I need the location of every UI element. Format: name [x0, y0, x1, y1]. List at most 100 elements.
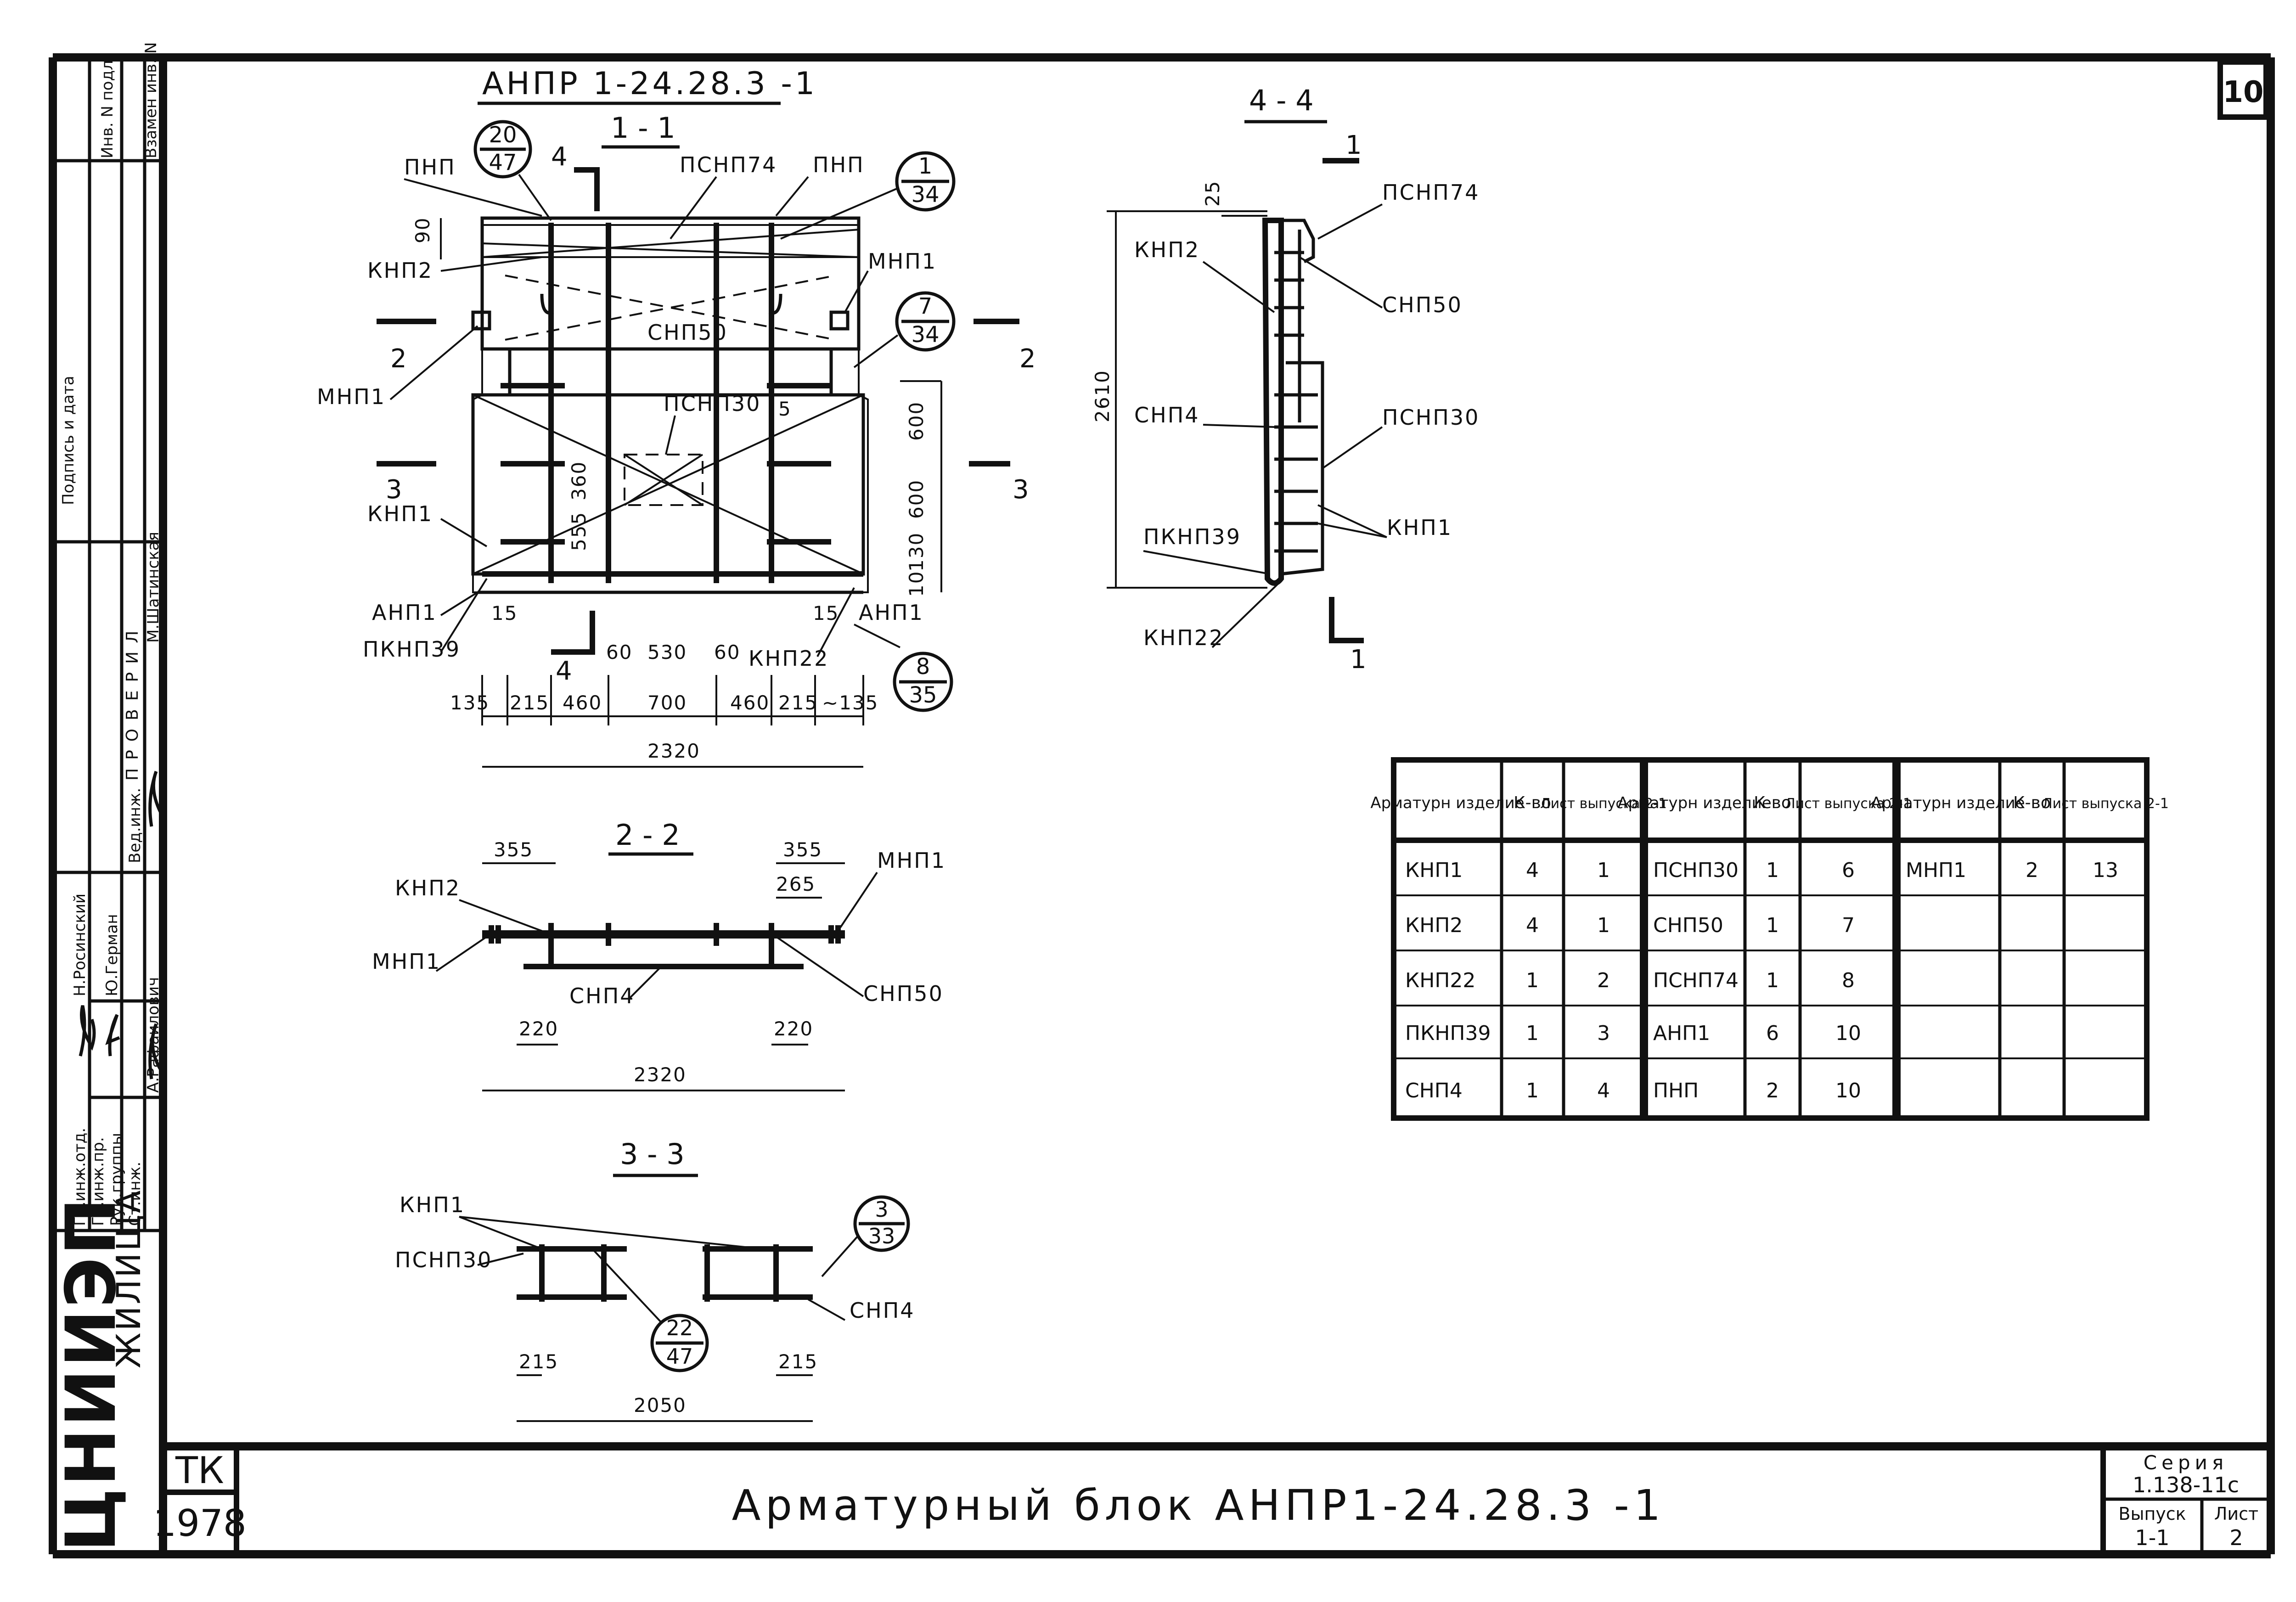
section-2-2: 2 - 2 КНП2 МНП1 МНП1 СНП4 СНП50 355 355 … [372, 818, 945, 1091]
label-4-4-psnp74: ПСНП74 [1382, 180, 1480, 205]
table-cell: МНП1 [1906, 859, 1966, 882]
series-label: Серия [2144, 1451, 2228, 1474]
th-item-3: Арматурн изделие [1871, 794, 2025, 812]
label-4-4-knp1: КНП1 [1387, 515, 1452, 540]
dim-15-left: 15 [491, 602, 518, 624]
org-suffix: ЖИЛИЩА [109, 1189, 148, 1368]
label-3-3-snp4: СНП4 [850, 1298, 915, 1323]
sheet-value: 2 [2229, 1525, 2243, 1550]
sheet-label: Лист [2214, 1504, 2258, 1524]
table-cell: 8 [1842, 969, 1855, 992]
dim-530: 530 [647, 641, 687, 663]
mark-3-right: 3 [1013, 475, 1029, 505]
section-3-3-title: 3 - 3 [620, 1137, 685, 1171]
dim-60-right: 60 [714, 641, 740, 663]
main-title: Арматурный блок АНПР1-24.28.3 -1 [732, 1481, 1666, 1530]
table-cell: АНП1 [1653, 1022, 1710, 1045]
label-4-4-knp2: КНП2 [1134, 237, 1200, 262]
label-4-4-snp4: СНП4 [1134, 403, 1200, 427]
table-row-lines [1394, 894, 2147, 1059]
strip-name-2: Ю.Герман [103, 914, 121, 996]
spec-table: Арматурн изделие К-во Лист выпуска 2-1 А… [1370, 757, 2169, 1121]
table-cell: 2 [1597, 969, 1610, 992]
label-anp1-right: АНП1 [859, 600, 924, 625]
table-cell: ПСНП74 [1653, 969, 1739, 992]
strip-role-4: Ст.инж. [126, 1162, 144, 1226]
mark-1-bottom: 1 [1350, 645, 1367, 675]
table-cell: 1 [1766, 859, 1779, 882]
callout-20-47: 20 47 [473, 120, 552, 221]
table-cell: 2 [1766, 1079, 1779, 1102]
label-2-2-snp50: СНП50 [863, 981, 944, 1006]
svg-text:34: 34 [911, 182, 939, 208]
series-value: 1.138-11с [2133, 1473, 2239, 1497]
label-snp50: СНП50 [647, 320, 728, 345]
svg-text:8: 8 [916, 654, 930, 680]
mark-4-bottom: 4 [556, 656, 572, 686]
dim-90: 90 [411, 217, 434, 243]
dim-700: 700 [647, 691, 687, 714]
table-group-1: КНП1 4 1 КНП2 4 1 КНП22 1 2 ПКНП39 1 3 С… [1405, 859, 1610, 1102]
dim-25: 25 [1201, 180, 1224, 207]
dim-15-right: 15 [813, 602, 839, 624]
th-item-1: Арматурн изделие [1370, 794, 1524, 812]
dim-2610: 2610 [1091, 370, 1114, 422]
label-4-4-pknp39: ПКНП39 [1143, 524, 1241, 549]
table-cell: 1 [1597, 914, 1610, 937]
table-cell: ПНП [1653, 1079, 1699, 1102]
label-pknp39: ПКНП39 [363, 637, 461, 662]
dim-220-right: 220 [774, 1017, 813, 1040]
strip-name-1: Н.Росинский [71, 894, 89, 996]
strip-checked-label: ПРОВЕРИЛ [123, 623, 142, 781]
table-cell: 6 [1842, 859, 1855, 882]
table-cell: СНП4 [1405, 1079, 1463, 1102]
mark-1-top: 1 [1345, 130, 1362, 160]
dim-355-left: 355 [494, 838, 533, 861]
strip-role-2: Гл.инж.пр. [89, 1137, 107, 1226]
title-bar: ТК 1978 Арматурный блок АНПР1-24.28.3 -1… [153, 1446, 2271, 1554]
mark-2-right: 2 [1019, 344, 1036, 374]
table-cell: 1 [1526, 1022, 1539, 1045]
table-cell: 10 [1835, 1022, 1861, 1045]
label-2-2-snp4: СНП4 [569, 984, 635, 1008]
svg-text:22: 22 [666, 1315, 693, 1340]
label-knp1: КНП1 [367, 501, 433, 526]
table-col-lines [1500, 760, 2066, 1118]
table-cell: 10 [1835, 1079, 1861, 1102]
stamp-year: 1978 [153, 1502, 247, 1545]
table-cell: 1 [1526, 1079, 1539, 1102]
table-group-3: МНП1 2 13 [1906, 859, 2118, 882]
label-anp1-left: АНП1 [372, 600, 437, 625]
label-mnp1-right-top: МНП1 [868, 249, 937, 274]
svg-text:34: 34 [911, 322, 939, 348]
dim-355-right: 355 [783, 838, 822, 861]
dim-135-left: 135 [450, 691, 490, 714]
left-strip: Инв. N подл. Подпись и дата Взамен инв. … [51, 42, 163, 1552]
org-logo: ЦНИИЭП [51, 1196, 131, 1552]
label-psnp74: ПСНП74 [680, 152, 777, 177]
dim-215-left: 215 [510, 691, 549, 714]
th-qty-2: К-во [1754, 793, 1791, 812]
dim-265: 265 [776, 873, 816, 895]
th-sheet-1: Лист выпуска 2-1 [1540, 796, 1667, 812]
issue-label: Выпуск [2118, 1504, 2186, 1524]
svg-text:35: 35 [909, 682, 937, 708]
label-mnp1-left: МНП1 [317, 384, 386, 409]
label-4-4-psnp30: ПСНП30 [1382, 405, 1480, 430]
table-cell: 13 [2093, 859, 2118, 882]
mark-4-top: 4 [551, 142, 568, 172]
svg-text:33: 33 [868, 1224, 895, 1248]
dim-460-left: 460 [563, 691, 602, 714]
table-group-2: ПСНП30 1 6 СНП50 1 7 ПСНП74 1 8 АНП1 6 1… [1653, 859, 1861, 1102]
label-pnp-right: ПНП [813, 152, 865, 177]
sheet-number-box: 10 [2217, 59, 2269, 120]
callout-1-34: 1 34 [780, 151, 956, 240]
dim-chain-ticks [481, 675, 864, 725]
dim-600-b: 600 [905, 479, 928, 519]
strip-cell-inv: Инв. N подл. [98, 55, 117, 158]
dim-215-right: 215 [778, 691, 818, 714]
table-cell: ПСНП30 [1653, 859, 1739, 882]
callout-3-33: 3 33 [821, 1195, 910, 1277]
th-sheet-2: Лист выпуска 2-1 [1785, 796, 1912, 812]
